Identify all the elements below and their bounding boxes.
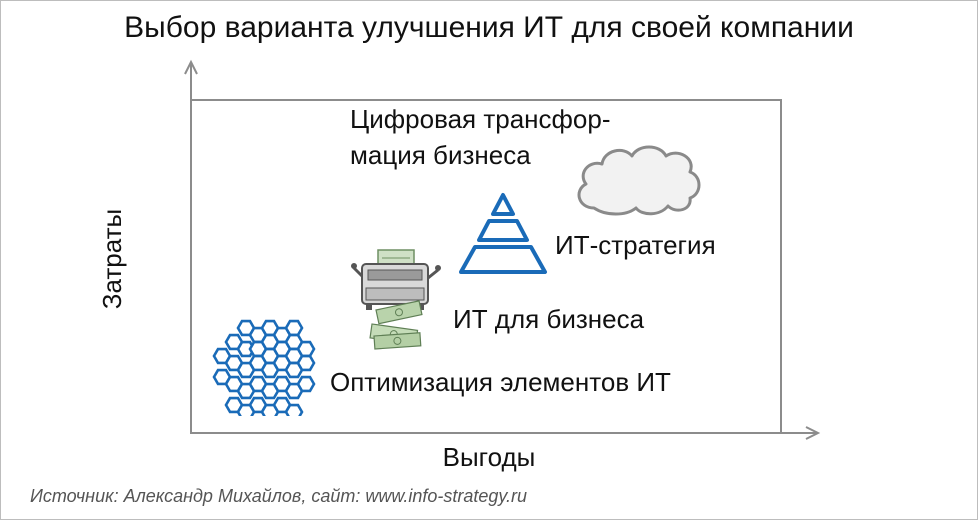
x-axis-arrow: [805, 426, 821, 440]
hexagon-grid-icon: [212, 319, 316, 416]
x-axis-label: Выгоды: [0, 441, 978, 473]
y-axis-arrow: [184, 59, 198, 75]
x-axis-label-text: Выгоды: [442, 442, 536, 472]
label-digital-transformation-line2: мация бизнеса: [350, 140, 531, 170]
cloud-icon: [577, 145, 701, 216]
diagram-title: Выбор варианта улучшения ИТ для своей ко…: [124, 11, 854, 44]
y-axis-label: Затраты: [97, 208, 127, 310]
printer-money-icon: [351, 249, 441, 350]
source-caption: Источник: Александр Михайлов, сайт: www.…: [30, 486, 528, 506]
label-it-strategy: ИТ-стратегия: [555, 230, 716, 260]
label-it-for-business: ИТ для бизнеса: [453, 304, 645, 334]
pyramid-icon: [459, 193, 547, 274]
label-digital-transformation-line1: Цифровая трансфор-: [350, 104, 611, 134]
label-it-optimization: Оптимизация элементов ИТ: [330, 367, 671, 397]
